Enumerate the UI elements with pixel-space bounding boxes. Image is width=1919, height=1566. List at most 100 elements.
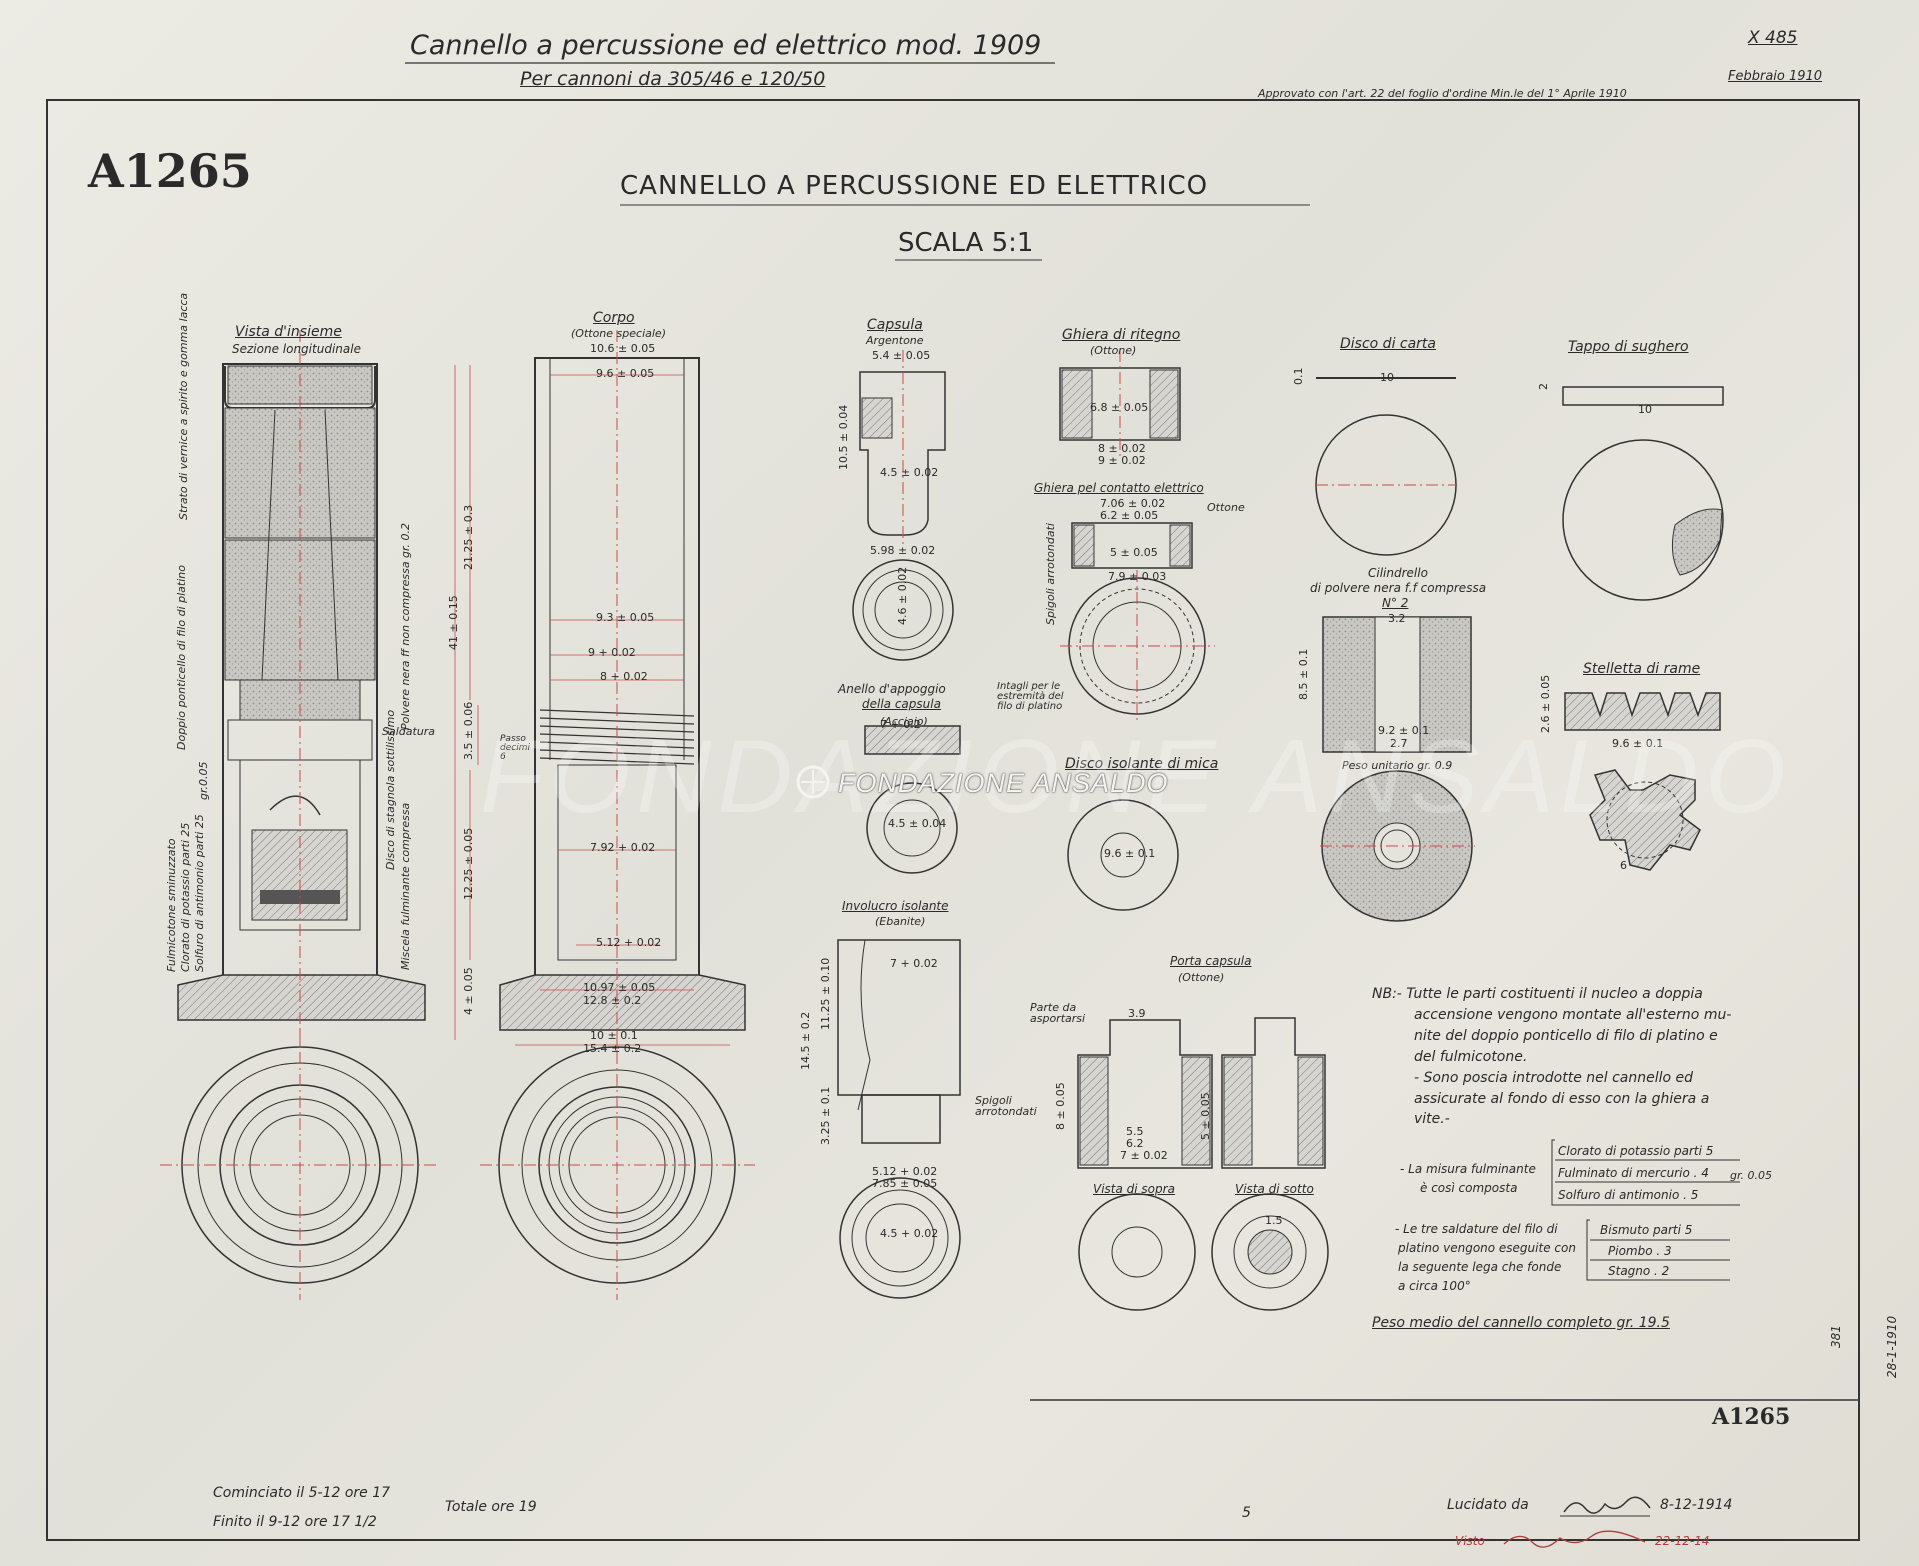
dim-contact-w4: 7.9 ± 0.03 bbox=[1108, 570, 1167, 583]
capsule-material: Argentone bbox=[866, 334, 924, 347]
capsule-holder-material: (Ottone) bbox=[1178, 971, 1225, 984]
dim-body-inner-3: 9 + 0.02 bbox=[588, 646, 636, 659]
capsule-drawing bbox=[852, 350, 954, 661]
checked-signature bbox=[1503, 1530, 1646, 1548]
insulating-case-material: (Ebanite) bbox=[875, 915, 926, 928]
dim-star-diameter: 6 bbox=[1620, 859, 1627, 872]
dim-holder-w1: 3.9 bbox=[1128, 1007, 1146, 1020]
dim-height-base: 4 ± 0.05 bbox=[462, 967, 475, 1015]
dim-contact-w1: 7.06 ± 0.02 bbox=[1100, 497, 1166, 510]
side-date: 28-1-1910 bbox=[1885, 1315, 1899, 1378]
retaining-ring-material: (Ottone) bbox=[1090, 344, 1137, 357]
dim-height-total: 41 ± 0.15 bbox=[447, 595, 460, 650]
view-title-support-ring-2: della capsula bbox=[862, 697, 941, 711]
dim-support-diameter: 4.5 ± 0.04 bbox=[888, 817, 947, 830]
assembly-end-view bbox=[160, 1030, 440, 1300]
label-fulminating-mix: Miscela fulminante compressa bbox=[399, 802, 412, 970]
note-nb-1: NB:- Tutte le parti costituenti il nucle… bbox=[1372, 986, 1703, 1002]
label-tinfoil-disc: Disco di stagnola sottilissimo bbox=[384, 709, 397, 870]
view-title-insulating-case: Involucro isolante bbox=[842, 899, 949, 913]
checked-date: 22-12-14 bbox=[1655, 1534, 1710, 1548]
note-solder-r3: Stagno . 2 bbox=[1608, 1264, 1670, 1278]
dim-holder-h1: 8 ± 0.05 bbox=[1054, 1082, 1067, 1130]
approval-note: Approvato con l'art. 22 del foglio d'ord… bbox=[1258, 87, 1627, 100]
dim-body-inner-5: 7.92 + 0.02 bbox=[590, 841, 656, 854]
dim-cork-width: 10 bbox=[1638, 403, 1652, 416]
assembly-section bbox=[177, 330, 426, 1050]
view-title-copper-star: Stelletta di rame bbox=[1583, 661, 1701, 677]
rounded-edges-note-2: Spigoli arrotondati bbox=[1044, 523, 1057, 625]
dim-case-h1: 14.5 ± 0.2 bbox=[799, 1011, 812, 1070]
note-nb-7: vite.- bbox=[1414, 1111, 1450, 1127]
note-solder-4: a circa 100° bbox=[1398, 1279, 1471, 1293]
rounded-edges-note-1: Spigoli arrotondati bbox=[975, 1094, 1037, 1118]
note-solder-3: la seguente lega che fonde bbox=[1398, 1260, 1562, 1274]
note-nb-6: assicurate al fondo di esso con la ghier… bbox=[1414, 1091, 1710, 1107]
mica-disc-drawing bbox=[1067, 799, 1179, 911]
dim-case-h3: 3.25 ± 0.1 bbox=[819, 1086, 832, 1145]
hand-note-finished: Finito il 9-12 ore 17 1/2 bbox=[213, 1514, 377, 1530]
note-mix-r1: Clorato di potassio parti 5 bbox=[1558, 1144, 1714, 1158]
view-title-cork-plug: Tappo di sughero bbox=[1568, 339, 1689, 355]
note-nb-5: - Sono poscia introdotte nel cannello ed bbox=[1414, 1070, 1694, 1086]
body-section bbox=[454, 330, 746, 1060]
view-title-cylinder-1: Cilindrello bbox=[1368, 566, 1428, 580]
dim-case-h2: 11.25 ± 0.10 bbox=[819, 957, 832, 1030]
label-small-weight: gr.0.05 bbox=[197, 761, 210, 800]
dim-body-base-2: 12.8 ± 0.2 bbox=[583, 994, 642, 1007]
dim-case-w1: 7 + 0.02 bbox=[890, 957, 938, 970]
page-mark: 5 bbox=[1242, 1505, 1251, 1521]
dim-body-base-4: 15.4 ± 0.2 bbox=[583, 1042, 642, 1055]
copper-star-drawing bbox=[1564, 692, 1721, 871]
dim-holder-w2: 5.5 bbox=[1126, 1125, 1144, 1138]
solder-label: Saldatura bbox=[382, 725, 436, 738]
dim-cylinder-w1: 3.2 bbox=[1388, 612, 1406, 625]
dim-body-inner-6: 5.12 + 0.02 bbox=[596, 936, 662, 949]
note-solder-r1: Bismuto parti 5 bbox=[1600, 1223, 1693, 1237]
dim-body-top: 10.6 ± 0.05 bbox=[590, 342, 656, 355]
dim-star-height: 2.6 ± 0.05 bbox=[1539, 674, 1552, 733]
dim-capsule-h1: 10.5 ± 0.04 bbox=[837, 404, 850, 470]
part-to-remove: Parte da asportarsi bbox=[1030, 1001, 1086, 1025]
dim-holder-w3: 6.2 bbox=[1126, 1137, 1144, 1150]
view-title-capsule: Capsula bbox=[867, 317, 923, 333]
dim-star-width: 9.6 ± 0.1 bbox=[1612, 737, 1664, 750]
cork-plug-drawing bbox=[1562, 386, 1724, 601]
dim-paper-thickness: 0.1 bbox=[1292, 367, 1305, 386]
dim-mica-diameter: 9.6 ± 0.1 bbox=[1104, 847, 1156, 860]
view-title-cylinder-2: di polvere nera f.f compressa bbox=[1310, 581, 1487, 595]
dim-height-lower: 12.25 ± 0.05 bbox=[462, 827, 475, 900]
retaining-ring-drawing bbox=[1059, 350, 1181, 460]
label-antimony-sulfide: Solfuro di antimonio parti 25 bbox=[193, 814, 206, 972]
drawing-number-bottom: A1265 bbox=[1712, 1404, 1791, 1430]
note-nb-4: del fulmicotone. bbox=[1414, 1049, 1528, 1065]
capsule-holder-drawing bbox=[1077, 1017, 1329, 1311]
dim-capsule-d: 4.6 ± 0.02 bbox=[896, 566, 909, 625]
dim-height-upper: 21.25 ± 0.3 bbox=[462, 504, 475, 570]
note-solder-r2: Piombo . 3 bbox=[1608, 1244, 1672, 1258]
paper-disc-drawing bbox=[1315, 377, 1457, 556]
checked-by: Visto bbox=[1455, 1534, 1485, 1548]
note-solder-2: platino vengono eseguite con bbox=[1398, 1241, 1576, 1255]
dim-holder-diameter: 1.5 bbox=[1265, 1214, 1283, 1227]
dim-body-inner-2: 9.3 ± 0.05 bbox=[596, 611, 655, 624]
insulating-case-drawing bbox=[837, 939, 961, 1299]
label-varnish-layer: Strato di vernice a spirito e gomma lacc… bbox=[177, 292, 190, 520]
dim-body-inner-4: 8 + 0.02 bbox=[600, 670, 648, 683]
unit-weight: Peso unitario gr. 0.9 bbox=[1342, 759, 1453, 772]
view-title-bottom-view: Vista di sotto bbox=[1235, 1182, 1314, 1196]
view-subtitle-section: Sezione longitudinale bbox=[232, 342, 361, 356]
header-date: Febbraio 1910 bbox=[1728, 69, 1823, 84]
side-number: 381 bbox=[1829, 1325, 1843, 1348]
dim-ring-w3: 9 ± 0.02 bbox=[1098, 454, 1146, 467]
support-ring-drawing bbox=[864, 725, 961, 874]
dim-support-width: 7 + 0.2 bbox=[880, 718, 921, 731]
dim-body-inner-1: 9.6 ± 0.05 bbox=[596, 367, 655, 380]
note-mix-1: - La misura fulminante bbox=[1400, 1162, 1536, 1176]
view-title-capsule-holder: Porta capsula bbox=[1170, 954, 1252, 968]
view-title-paper-disc: Disco di carta bbox=[1340, 336, 1437, 352]
drawing-number: A1265 bbox=[88, 144, 252, 198]
label-platinum-bridge: Doppio ponticello di filo di platino bbox=[175, 565, 188, 750]
